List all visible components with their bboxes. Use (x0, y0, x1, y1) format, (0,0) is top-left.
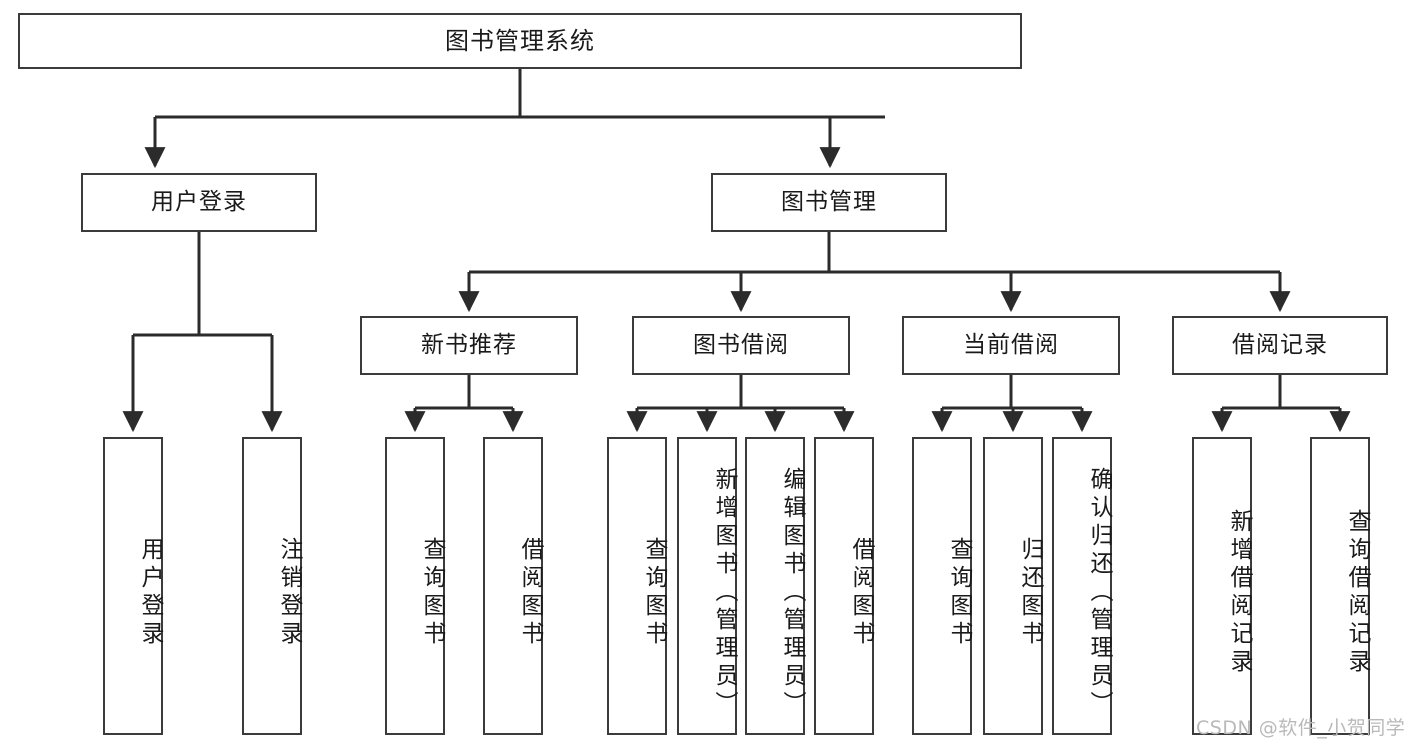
leaf-query-book-current[interactable]: 查询图书 (912, 437, 972, 735)
node-root-label: 图书管理系统 (445, 26, 595, 55)
leaf-label: 用户登录 (137, 537, 163, 649)
node-book-borrow[interactable]: 图书借阅 (632, 316, 850, 375)
node-current-borrow[interactable]: 当前借阅 (902, 316, 1120, 375)
leaf-edit-book[interactable]: 编辑图书（管理员） (745, 437, 805, 735)
leaf-label: 查询图书 (641, 537, 667, 649)
node-user-login-label: 用户登录 (151, 188, 247, 215)
leaf-add-record[interactable]: 新增借阅记录 (1192, 437, 1252, 735)
leaf-label: 编辑图书（管理员） (779, 467, 805, 719)
leaf-label: 借阅图书 (848, 537, 874, 649)
leaf-user-login[interactable]: 用户登录 (103, 437, 163, 735)
node-book-manage[interactable]: 图书管理 (711, 173, 947, 232)
node-new-book-rec[interactable]: 新书推荐 (360, 316, 578, 375)
leaf-borrow-book[interactable]: 借阅图书 (814, 437, 874, 735)
leaf-label: 查询借阅记录 (1344, 509, 1370, 677)
node-user-login[interactable]: 用户登录 (81, 173, 317, 232)
node-book-manage-label: 图书管理 (781, 188, 877, 215)
leaf-query-book-rec[interactable]: 查询图书 (385, 437, 445, 735)
leaf-borrow-book-rec[interactable]: 借阅图书 (483, 437, 543, 735)
node-root[interactable]: 图书管理系统 (18, 13, 1022, 69)
leaf-label: 确认归还（管理员） (1086, 467, 1112, 719)
leaf-label: 查询图书 (419, 537, 445, 649)
leaf-query-book-borrow[interactable]: 查询图书 (607, 437, 667, 735)
leaf-return-book[interactable]: 归还图书 (983, 437, 1043, 735)
node-current-borrow-label: 当前借阅 (963, 331, 1059, 358)
node-borrow-record-label: 借阅记录 (1232, 331, 1328, 358)
leaf-add-book[interactable]: 新增图书（管理员） (677, 437, 737, 735)
leaf-logout[interactable]: 注销登录 (242, 437, 302, 735)
leaf-label: 借阅图书 (517, 537, 543, 649)
node-new-book-rec-label: 新书推荐 (421, 331, 517, 358)
leaf-label: 新增借阅记录 (1226, 509, 1252, 677)
leaf-confirm-return[interactable]: 确认归还（管理员） (1052, 437, 1112, 735)
csdn-watermark: CSDN @软件_小贺同学 (1196, 717, 1405, 739)
node-book-borrow-label: 图书借阅 (693, 331, 789, 358)
leaf-label: 查询图书 (946, 537, 972, 649)
leaf-label: 新增图书（管理员） (711, 467, 737, 719)
leaf-label: 注销登录 (276, 537, 302, 649)
leaf-label: 归还图书 (1017, 537, 1043, 649)
node-borrow-record[interactable]: 借阅记录 (1172, 316, 1388, 375)
leaf-query-record[interactable]: 查询借阅记录 (1310, 437, 1370, 735)
